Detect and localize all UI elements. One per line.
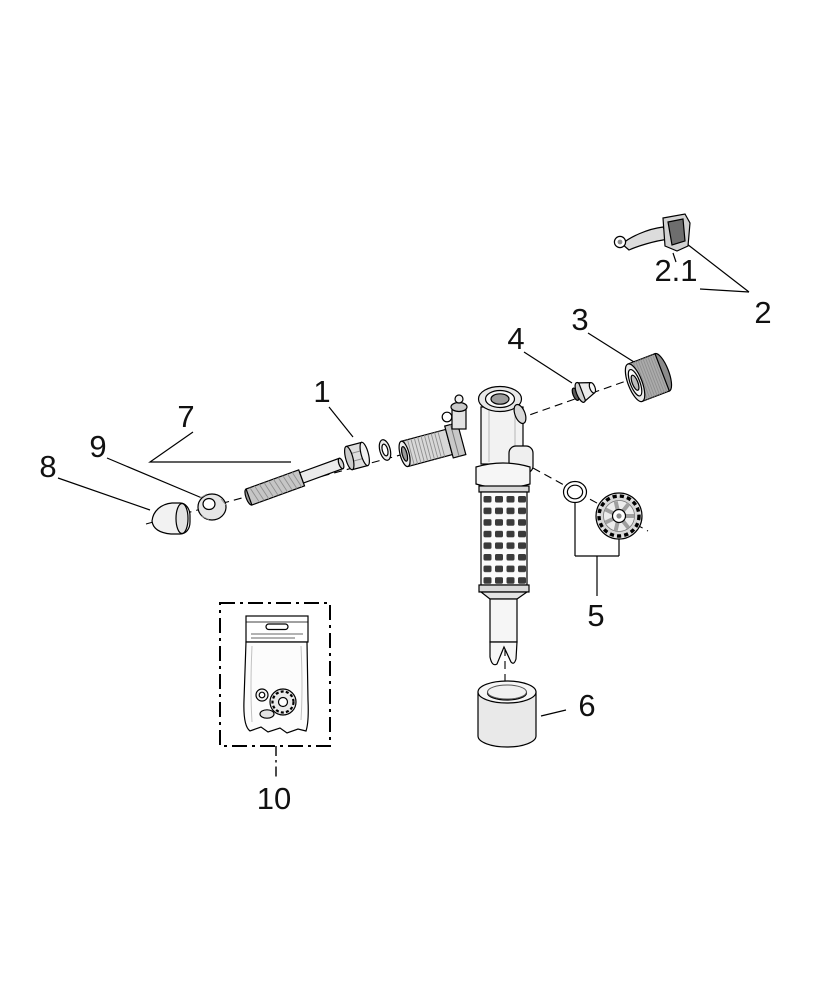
leader-line-2-horizontal — [699, 288, 750, 293]
leader-line-1 — [328, 406, 354, 438]
leader-line-6 — [540, 709, 567, 717]
handwheel-part-5 — [595, 492, 643, 540]
leader-line-8 — [57, 477, 151, 511]
o-ring-part-5 — [562, 480, 588, 504]
knurled-cap-part-3 — [624, 352, 673, 403]
leader-line-9 — [106, 457, 203, 499]
inlet-nipple — [398, 421, 467, 468]
kit-box-part-10 — [219, 602, 331, 747]
knurled-nut-part-9 — [197, 493, 227, 521]
part-label-7: 7 — [177, 399, 194, 434]
part-label-5: 5 — [587, 598, 604, 633]
part-label-9: 9 — [89, 429, 106, 464]
cup-part-6 — [477, 680, 537, 748]
service-kit-bag-part-10 — [243, 615, 309, 734]
part-label-1: 1 — [313, 374, 330, 409]
seat-plug-part-4 — [571, 381, 597, 403]
part-label-10: 10 — [257, 781, 291, 816]
leader-line-4 — [523, 351, 573, 384]
washer-part-1 — [378, 439, 392, 461]
top-collar — [477, 385, 523, 413]
leader-line-2-diagonal — [686, 243, 750, 293]
lever-arm-part-2-1 — [613, 213, 691, 252]
leader-bracket-7 — [148, 431, 291, 463]
part-label-2: 2 — [754, 295, 771, 330]
valve-body — [398, 385, 534, 666]
filter-cartridge — [478, 485, 530, 593]
outlet-tube — [479, 591, 529, 666]
part-label-6: 6 — [578, 688, 595, 723]
leader-line-2-1 — [672, 252, 677, 263]
part-label-2-1: 2.1 — [654, 253, 697, 288]
part-label-8: 8 — [39, 449, 56, 484]
collar-band — [475, 462, 531, 489]
cone-cap-part-8 — [151, 502, 191, 535]
vent-stub — [441, 394, 468, 430]
union-nut-part-1 — [344, 441, 370, 471]
leader-line-3 — [587, 332, 635, 363]
leader-bracket-5 — [574, 503, 620, 596]
part-label-4: 4 — [507, 321, 524, 356]
part-label-3: 3 — [571, 302, 588, 337]
top-right-port — [513, 403, 527, 425]
threaded-spindle-part-7 — [244, 457, 345, 506]
